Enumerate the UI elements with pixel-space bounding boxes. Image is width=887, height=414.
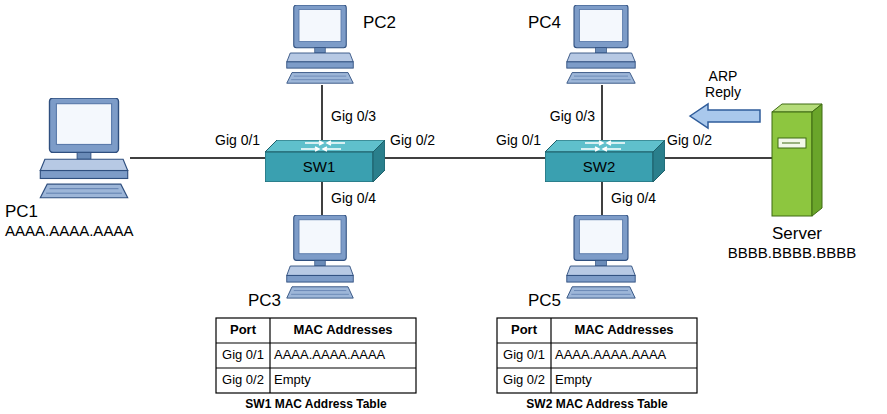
table-caption: SW2 MAC Address Table [477, 398, 717, 412]
table-cell: AAAA.AAAA.AAAA [555, 348, 697, 363]
device-name: PC5 [519, 291, 561, 311]
table-cell: Gig 0/2 [216, 373, 270, 388]
mac-address: AAAA.AAAA.AAAA [5, 222, 170, 239]
network-link [665, 158, 772, 159]
device-name: PC2 [363, 13, 407, 33]
table-cell: Gig 0/1 [216, 348, 270, 363]
table-cell: Port [216, 323, 270, 338]
network-link [385, 158, 545, 159]
device-name: PC4 [519, 13, 561, 33]
table-cell: Gig 0/2 [497, 373, 551, 388]
port-label: Gig 0/1 [496, 132, 548, 148]
pc-icon: PC3 [285, 215, 355, 300]
switch-box: SW2 [545, 140, 665, 182]
network-link [322, 85, 323, 140]
table-cell: AAAA.AAAA.AAAA [274, 348, 416, 363]
table-caption: SW1 MAC Address Table [196, 398, 436, 412]
network-link [322, 182, 323, 215]
network-link [130, 158, 265, 159]
port-label: Gig 0/3 [331, 108, 383, 124]
table-cell: Empty [274, 373, 416, 388]
port-label: Gig 0/2 [667, 132, 719, 148]
table-cell: MAC Addresses [270, 323, 416, 338]
mac-address: BBBB.BBBB.BBBB [717, 244, 867, 261]
port-label: Gig 0/2 [390, 132, 442, 148]
port-label: Gig 0/4 [331, 190, 383, 206]
port-label: Gig 0/1 [215, 132, 265, 148]
device-name: SW2 [545, 158, 653, 175]
switch-box: SW1 [265, 140, 385, 182]
pc-icon: PC5 [565, 215, 637, 300]
network-link [602, 182, 603, 215]
pc-icon: PC2 [285, 5, 355, 85]
server-icon: ServerBBBB.BBBB.BBBB [772, 104, 822, 216]
port-label: Gig 0/3 [541, 108, 595, 124]
table-cell: Port [497, 323, 551, 338]
table-cell: Gig 0/1 [497, 348, 551, 363]
network-link [602, 85, 603, 140]
device-name: PC3 [239, 291, 281, 311]
device-name: PC1 [5, 202, 55, 222]
pc-icon: PC4 [565, 5, 637, 85]
arp-reply-label: ARP Reply [692, 68, 754, 100]
pc-icon: PC1AAAA.AAAA.AAAA [38, 98, 130, 200]
device-name: Server [731, 224, 863, 244]
table-cell: MAC Addresses [551, 323, 697, 338]
device-name: SW1 [265, 158, 373, 175]
table-cell: Empty [555, 373, 697, 388]
port-label: Gig 0/4 [611, 190, 663, 206]
